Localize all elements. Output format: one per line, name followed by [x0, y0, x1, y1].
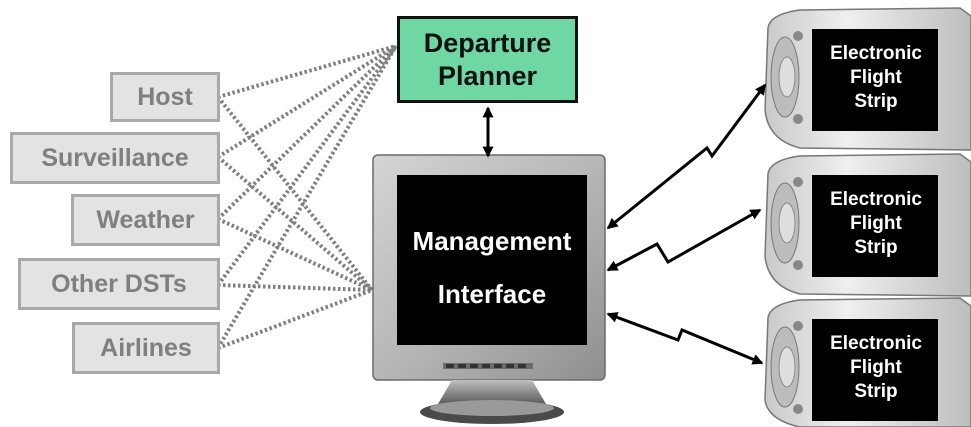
source-label: Other DSTs — [51, 269, 187, 298]
pda-label-2: Electronic Flight Strip — [827, 188, 925, 260]
source-host: Host — [110, 72, 220, 122]
pda-label-line3: Strip — [854, 91, 898, 112]
arrows — [482, 83, 767, 365]
source-weather: Weather — [71, 194, 220, 246]
source-label: Weather — [96, 205, 195, 234]
pda-label-1: Electronic Flight Strip — [827, 42, 925, 114]
source-label: Airlines — [100, 333, 192, 362]
pda-device-2 — [764, 153, 971, 297]
source-connections — [216, 44, 398, 350]
pda-label-line3: Strip — [854, 381, 898, 402]
monitor-graphic — [372, 154, 606, 424]
source-other-dsts: Other DSTs — [18, 258, 220, 310]
pda-label-line2: Flight — [850, 357, 902, 378]
pda-label-line1: Electronic — [830, 333, 922, 354]
wireless-link-1 — [606, 83, 767, 230]
monitor-label-line2: Interface — [437, 279, 547, 309]
source-label: Surveillance — [41, 143, 189, 172]
planner-label-line1: Departure — [423, 27, 552, 58]
planner-label-line2: Planner — [437, 60, 538, 91]
source-airlines: Airlines — [72, 322, 220, 374]
pda-label-line1: Electronic — [830, 43, 922, 64]
source-label: Host — [137, 82, 193, 111]
pda-label-line1: Electronic — [830, 189, 922, 210]
pda-device-1 — [764, 7, 971, 151]
pda-device-3 — [764, 297, 971, 427]
pda-label-line2: Flight — [850, 67, 902, 88]
wireless-link-2 — [606, 208, 762, 272]
wireless-link-3 — [606, 312, 764, 365]
source-surveillance: Surveillance — [10, 132, 220, 184]
monitor-label-line1: Management — [412, 226, 572, 256]
pda-label-3: Electronic Flight Strip — [827, 332, 925, 404]
departure-planner-box: Departure Planner — [397, 16, 578, 103]
pda-label-line2: Flight — [850, 213, 902, 234]
pda-label-line3: Strip — [854, 237, 898, 258]
